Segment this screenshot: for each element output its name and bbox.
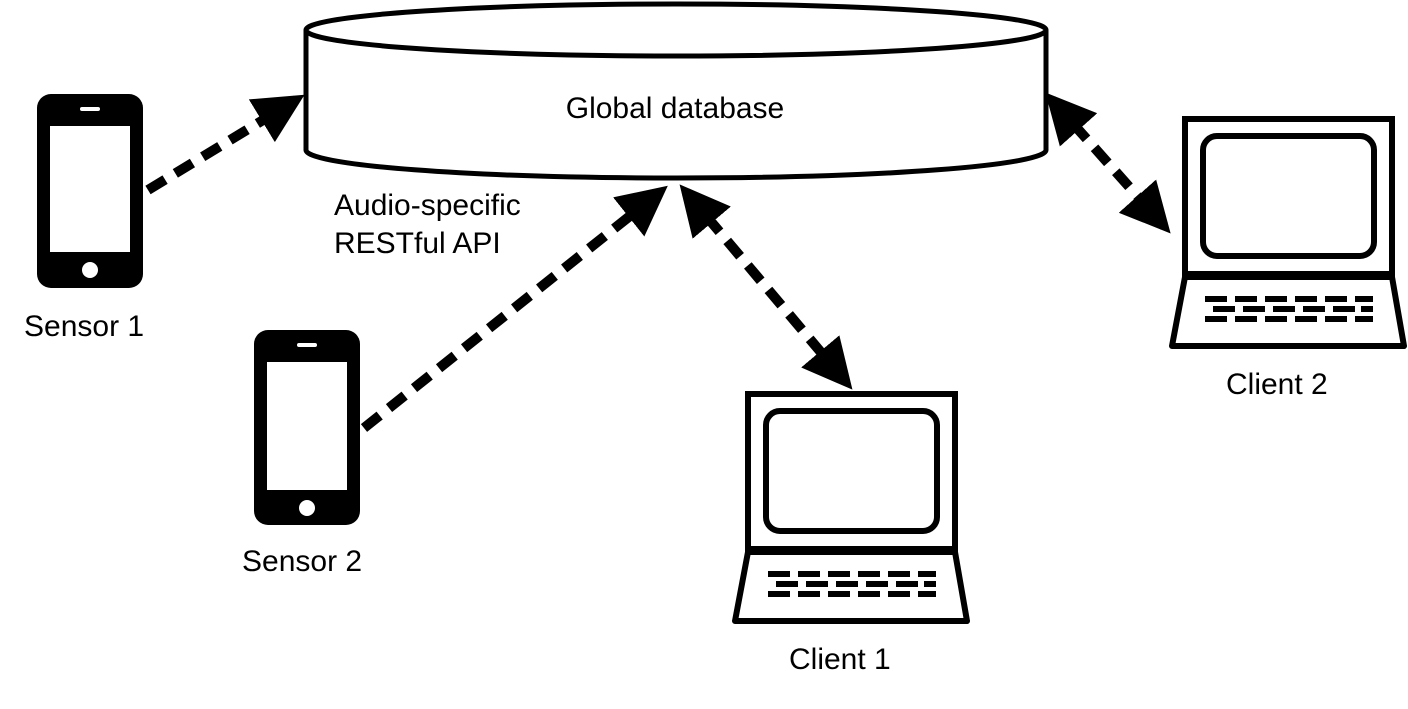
connection-database-client2 bbox=[1045, 92, 1171, 234]
sensor2-label: Sensor 2 bbox=[242, 545, 363, 578]
sensor1-label: Sensor 1 bbox=[24, 310, 145, 343]
client2-label: Client 2 bbox=[1226, 368, 1328, 401]
api-label-line1: Audio-specific bbox=[334, 189, 521, 222]
database-label: Global database bbox=[565, 92, 785, 125]
laptop-icon bbox=[732, 391, 970, 624]
api-label: Audio-specific RESTful API bbox=[334, 187, 521, 262]
smartphone-icon bbox=[37, 94, 143, 288]
laptop-icon bbox=[1169, 116, 1407, 349]
smartphone-icon bbox=[254, 330, 360, 525]
connection-sensor1-database bbox=[145, 94, 305, 195]
connection-database-client1 bbox=[679, 184, 853, 390]
client1-label: Client 1 bbox=[789, 643, 891, 676]
database-cylinder bbox=[303, 1, 1049, 181]
api-label-line2: RESTful API bbox=[334, 226, 501, 260]
